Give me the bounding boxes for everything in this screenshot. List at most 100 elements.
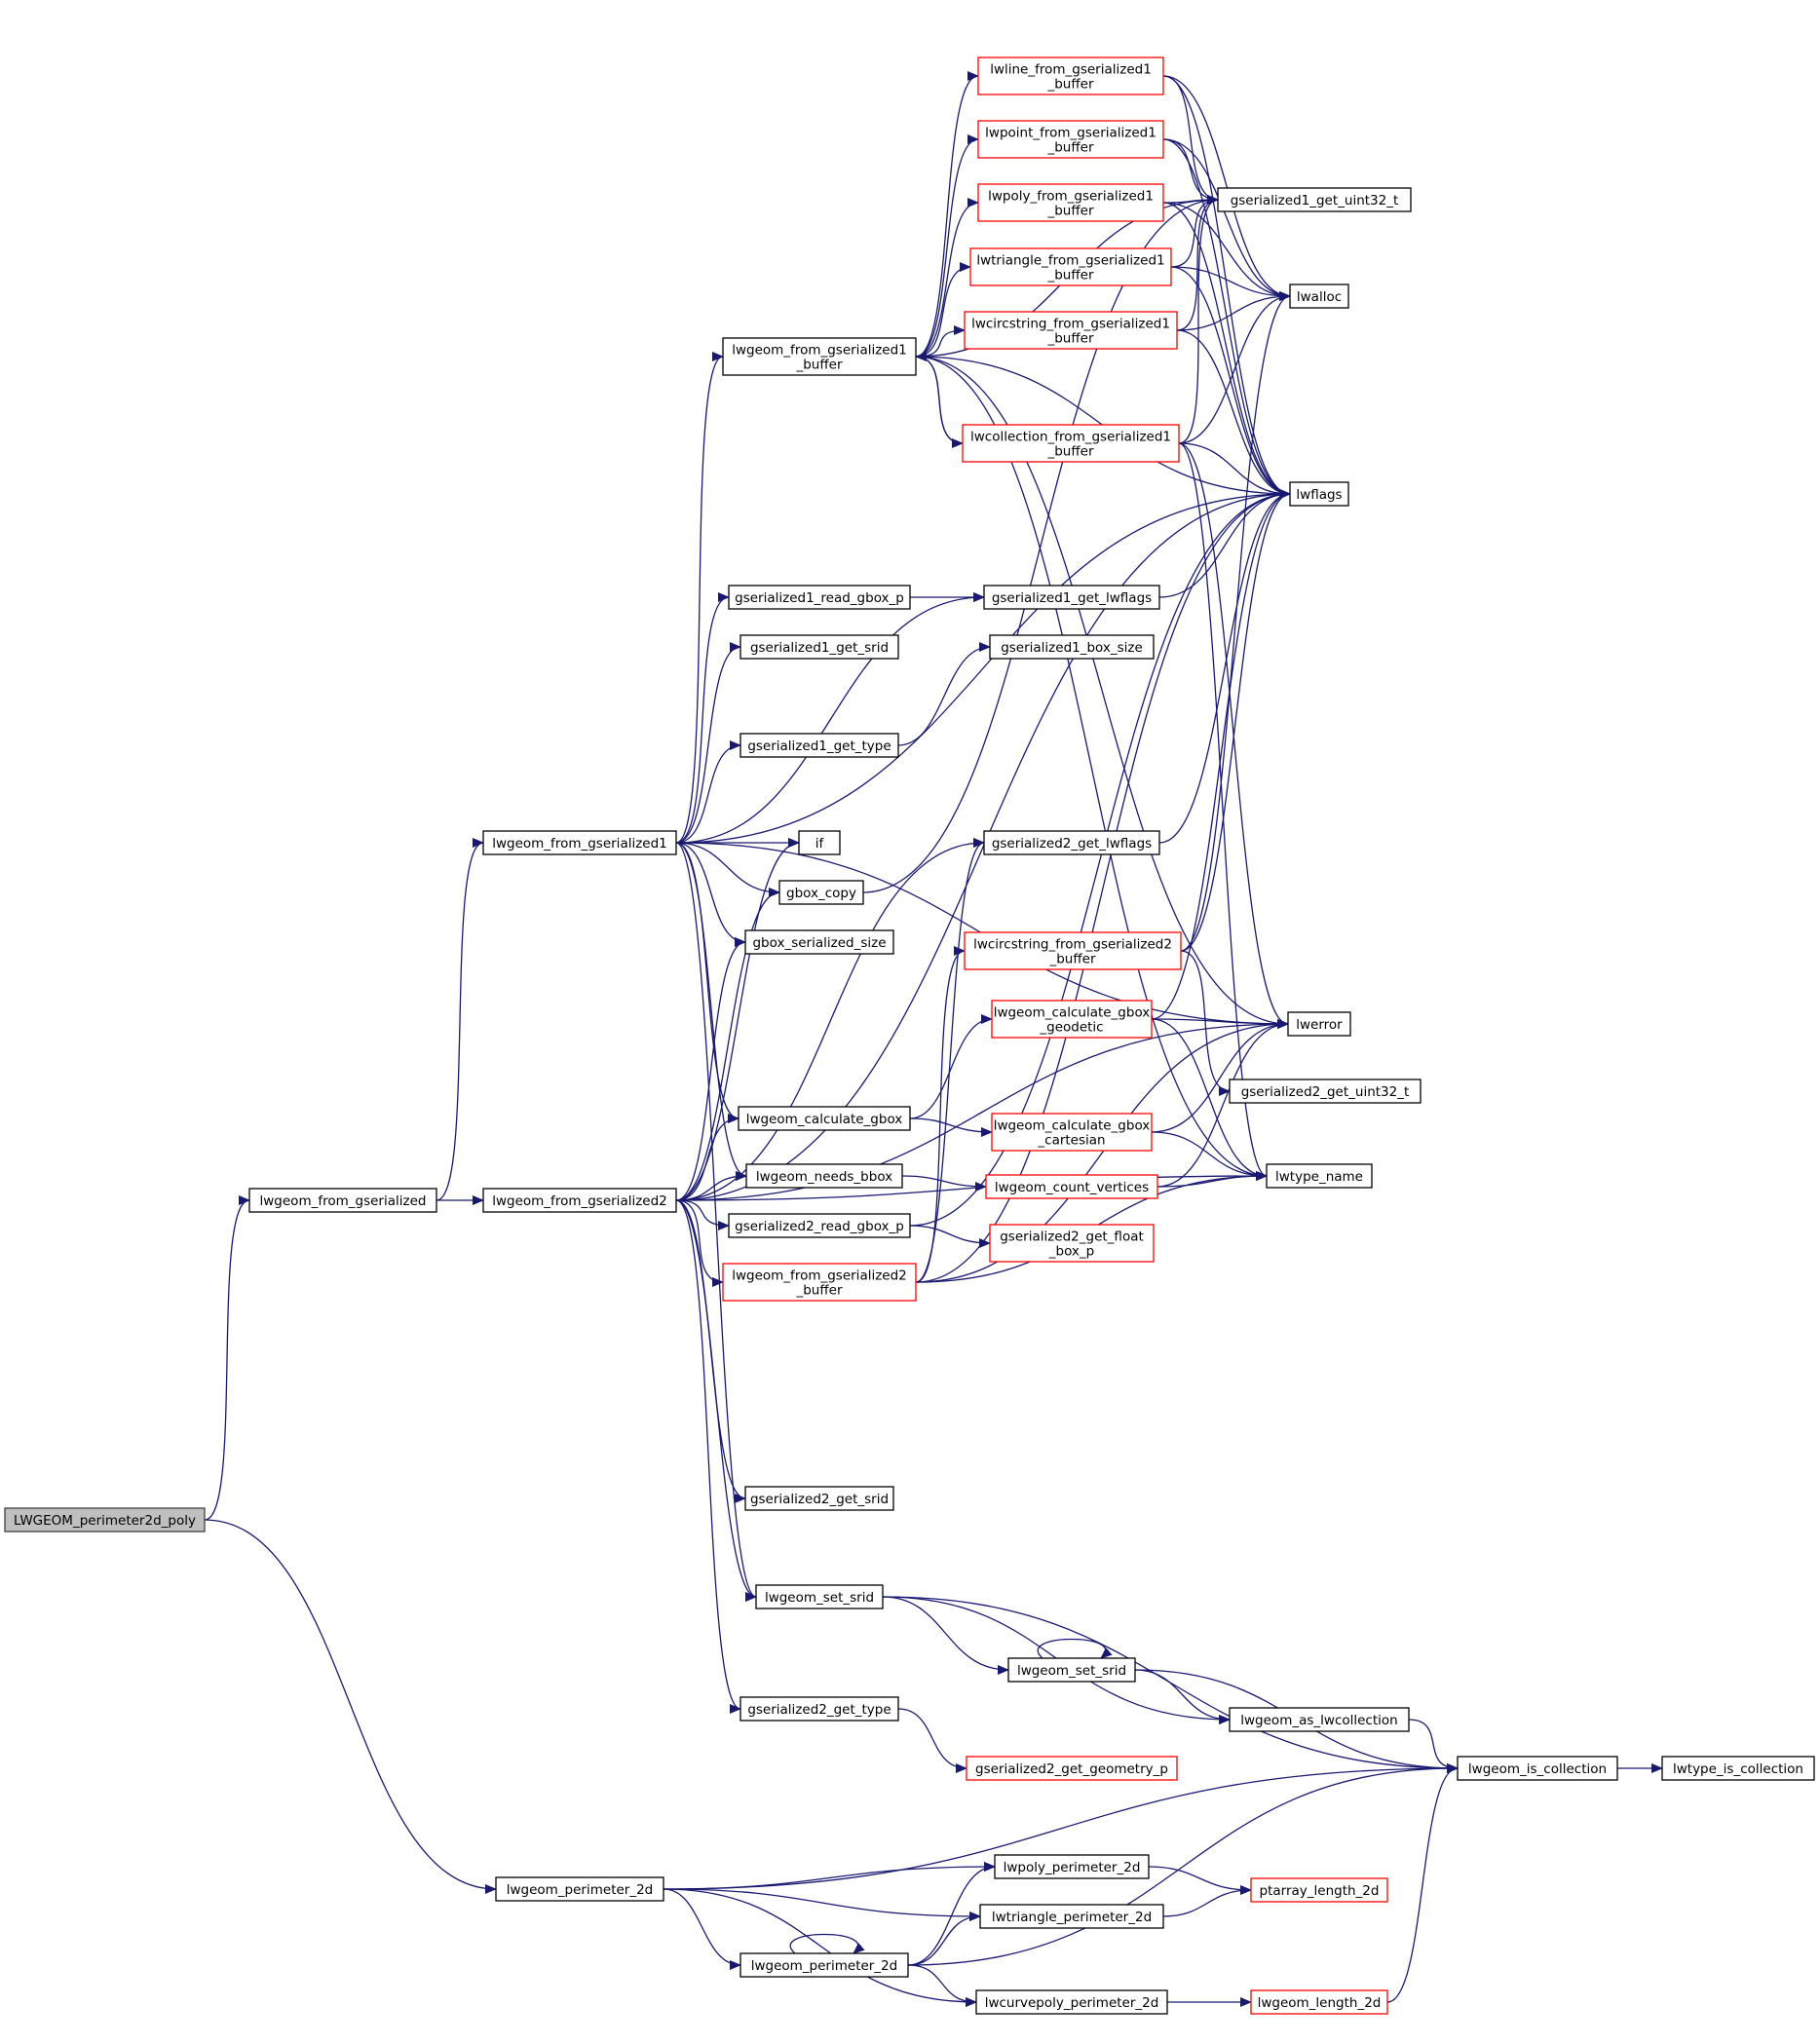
- node-gserialized1-box-size[interactable]: gserialized1_box_size: [989, 634, 1155, 660]
- node-gserialized2-get-lwflags[interactable]: gserialized2_get_lwflags: [983, 830, 1160, 855]
- node-lwgeom-calculate-gbox-cartesian[interactable]: lwgeom_calculate_gbox_cartesian: [991, 1113, 1153, 1152]
- edge-lcountv-to-lwtypename: [1156, 1171, 1268, 1188]
- node-gserialized2-get-geometry-p[interactable]: gserialized2_get_geometry_p: [966, 1756, 1178, 1781]
- node-lwtriangle-from-gserialized1-buffer[interactable]: lwtriangle_from_gserialized1_buffer: [969, 247, 1172, 286]
- node-label: lwgeom_length_2d: [1258, 1995, 1382, 2011]
- edge-root-to-lper: [204, 1519, 497, 1894]
- node-label: lwcollection_from_gserialized1: [970, 430, 1171, 445]
- edge-llinebuf-to-lwalloc: [1162, 75, 1291, 301]
- node-label: gserialized2_get_geometry_p: [975, 1761, 1168, 1777]
- node-lwgeom-from-gserialized2-buffer[interactable]: lwgeom_from_gserialized2_buffer: [722, 1263, 917, 1302]
- node-label: lwerror: [1296, 1017, 1343, 1033]
- node-lwpoly-from-gserialized1-buffer[interactable]: lwpoly_from_gserialized1_buffer: [977, 183, 1164, 222]
- node-label: _cartesian: [1037, 1133, 1105, 1149]
- node-lwtype-name[interactable]: lwtype_name: [1266, 1163, 1373, 1189]
- node-lwgeom-needs-bbox[interactable]: lwgeom_needs_bbox: [745, 1163, 903, 1189]
- node-gserialized1-get-lwflags[interactable]: gserialized1_get_lwflags: [983, 585, 1160, 610]
- node-label: lwcircstring_from_gserialized2: [973, 937, 1172, 953]
- edge-lfg-to-lfg1: [436, 838, 484, 1201]
- node-lwgeom-perimeter-2d[interactable]: lwgeom_perimeter_2d: [739, 1952, 909, 1978]
- node-gserialized2-get-type[interactable]: gserialized2_get_type: [739, 1696, 899, 1722]
- edge-g2rgb-to-lwflags: [909, 489, 1291, 1227]
- node-lwgeom-is-collection[interactable]: lwgeom_is_collection: [1457, 1756, 1618, 1781]
- node-lwgeom-set-srid[interactable]: lwgeom_set_srid: [1007, 1657, 1136, 1683]
- node-label: _buffer: [795, 1283, 842, 1299]
- edge-lfg2-to-gboxcopy: [675, 888, 780, 1201]
- node-if[interactable]: if: [798, 830, 841, 855]
- node-label: _box_p: [1048, 1244, 1094, 1260]
- node-gbox-copy[interactable]: gbox_copy: [778, 880, 864, 905]
- edge-lfg2-to-g2lwflags: [675, 838, 985, 1201]
- edge-lcirc1buf-to-lwflags: [1176, 329, 1291, 499]
- node-lwgeom-perimeter2d-poly[interactable]: LWGEOM_perimeter2d_poly: [4, 1507, 206, 1533]
- node-gserialized1-get-uint32-t[interactable]: gserialized1_get_uint32_t: [1217, 187, 1412, 212]
- node-lwtype-is-collection[interactable]: lwtype_is_collection: [1661, 1756, 1815, 1781]
- node-lwgeom-length-2d[interactable]: lwgeom_length_2d: [1250, 1989, 1388, 2015]
- node-label: LWGEOM_perimeter2d_poly: [14, 1513, 196, 1529]
- node-box: [985, 1174, 1158, 1199]
- node-lwline-from-gserialized1-buffer[interactable]: lwline_from_gserialized1_buffer: [977, 57, 1164, 95]
- node-label: gserialized2_get_type: [747, 1702, 891, 1718]
- node-lwgeom-calculate-gbox[interactable]: lwgeom_calculate_gbox: [738, 1106, 911, 1131]
- node-lwcurvepoly-perimeter-2d[interactable]: lwcurvepoly_perimeter_2d: [975, 1989, 1168, 2015]
- node-gserialized2-get-float-box-p[interactable]: gserialized2_get_float_box_p: [989, 1224, 1155, 1263]
- node-box: [744, 929, 894, 955]
- node-gbox-serialized-size[interactable]: gbox_serialized_size: [744, 929, 894, 955]
- edge-lpointbuf-to-lwalloc: [1162, 138, 1291, 301]
- node-lwcircstring-from-gserialized2-buffer[interactable]: lwcircstring_from_gserialized2_buffer: [964, 931, 1182, 970]
- node-label: lwtype_name: [1275, 1169, 1363, 1185]
- node-lwgeom-from-gserialized[interactable]: lwgeom_from_gserialized: [248, 1188, 437, 1213]
- node-gserialized2-read-gbox-p[interactable]: gserialized2_read_gbox_p: [728, 1213, 911, 1238]
- node-lwgeom-as-lwcollection[interactable]: lwgeom_as_lwcollection: [1229, 1707, 1410, 1732]
- node-label: gserialized1_get_srid: [750, 640, 889, 656]
- edge-lfg1-to-g1rgb: [675, 592, 730, 844]
- node-lwpoly-perimeter-2d[interactable]: lwpoly_perimeter_2d: [994, 1854, 1150, 1879]
- node-label: _buffer: [1046, 77, 1093, 93]
- node-box: [778, 880, 864, 905]
- edge-lper-to-liscoll: [663, 1763, 1459, 1890]
- node-box: [722, 337, 917, 376]
- node-label: lwpoly_from_gserialized1: [988, 189, 1154, 205]
- node-box: [755, 1584, 884, 1609]
- edge-lfg1-to-lsetsrid: [675, 842, 757, 1602]
- edge-lpolybuf-to-lwflags: [1162, 202, 1291, 499]
- node-lwflags[interactable]: lwflags: [1289, 481, 1349, 507]
- node-gserialized1-read-gbox-p[interactable]: gserialized1_read_gbox_p: [728, 585, 911, 610]
- node-label: lwflags: [1296, 487, 1342, 503]
- node-lwgeom-perimeter-2d[interactable]: lwgeom_perimeter_2d: [495, 1876, 664, 1902]
- node-label: if: [815, 836, 825, 852]
- node-box: [728, 585, 911, 610]
- edge-lfg2-to-lcgbox: [675, 1114, 739, 1201]
- edge-lper2-to-lcurveper: [907, 1964, 977, 2007]
- node-gserialized1-get-srid[interactable]: gserialized1_get_srid: [739, 634, 899, 660]
- node-lwgeom-from-gserialized1[interactable]: lwgeom_from_gserialized1: [482, 830, 677, 855]
- node-lwcollection-from-gserialized1-buffer[interactable]: lwcollection_from_gserialized1_buffer: [962, 424, 1180, 463]
- node-lwtriangle-perimeter-2d[interactable]: lwtriangle_perimeter_2d: [979, 1904, 1164, 1929]
- node-gserialized2-get-uint32-t[interactable]: gserialized2_get_uint32_t: [1229, 1079, 1422, 1104]
- edge-lfg2buf-to-lcirc2buf: [915, 946, 966, 1283]
- edge-lcoll1buf-to-lwflags: [1178, 442, 1291, 499]
- node-lwerror[interactable]: lwerror: [1287, 1011, 1351, 1037]
- node-lwpoint-from-gserialized1-buffer[interactable]: lwpoint_from_gserialized1_buffer: [977, 120, 1164, 159]
- node-lwcircstring-from-gserialized1-buffer[interactable]: lwcircstring_from_gserialized1_buffer: [964, 311, 1178, 350]
- node-lwgeom-set-srid[interactable]: lwgeom_set_srid: [755, 1584, 884, 1609]
- node-label: gbox_serialized_size: [752, 935, 886, 951]
- node-lwgeom-count-vertices[interactable]: lwgeom_count_vertices: [985, 1174, 1158, 1199]
- node-lwgeom-from-gserialized2[interactable]: lwgeom_from_gserialized2: [482, 1188, 677, 1213]
- node-lwgeom-from-gserialized1-buffer[interactable]: lwgeom_from_gserialized1_buffer: [722, 337, 917, 376]
- edge-lasc-to-liscoll: [1408, 1719, 1459, 1773]
- node-box: [738, 1106, 911, 1131]
- edge-lper2-to-ltriper: [907, 1912, 981, 1966]
- node-ptarray-length-2d[interactable]: ptarray_length_2d: [1250, 1877, 1388, 1903]
- node-lwgeom-calculate-gbox-geodetic[interactable]: lwgeom_calculate_gbox_geodetic: [991, 1000, 1153, 1039]
- node-label: lwgeom_from_gserialized2: [732, 1268, 907, 1284]
- node-gserialized2-get-srid[interactable]: gserialized2_get_srid: [744, 1486, 894, 1511]
- node-box: [989, 634, 1155, 660]
- node-gserialized1-get-type[interactable]: gserialized1_get_type: [739, 733, 899, 758]
- edge-lfg1-to-lcgbox: [675, 842, 739, 1123]
- node-label: _buffer: [795, 358, 842, 373]
- node-label: lwgeom_from_gserialized1: [492, 836, 667, 852]
- node-box: [482, 830, 677, 855]
- node-lwalloc[interactable]: lwalloc: [1289, 284, 1349, 309]
